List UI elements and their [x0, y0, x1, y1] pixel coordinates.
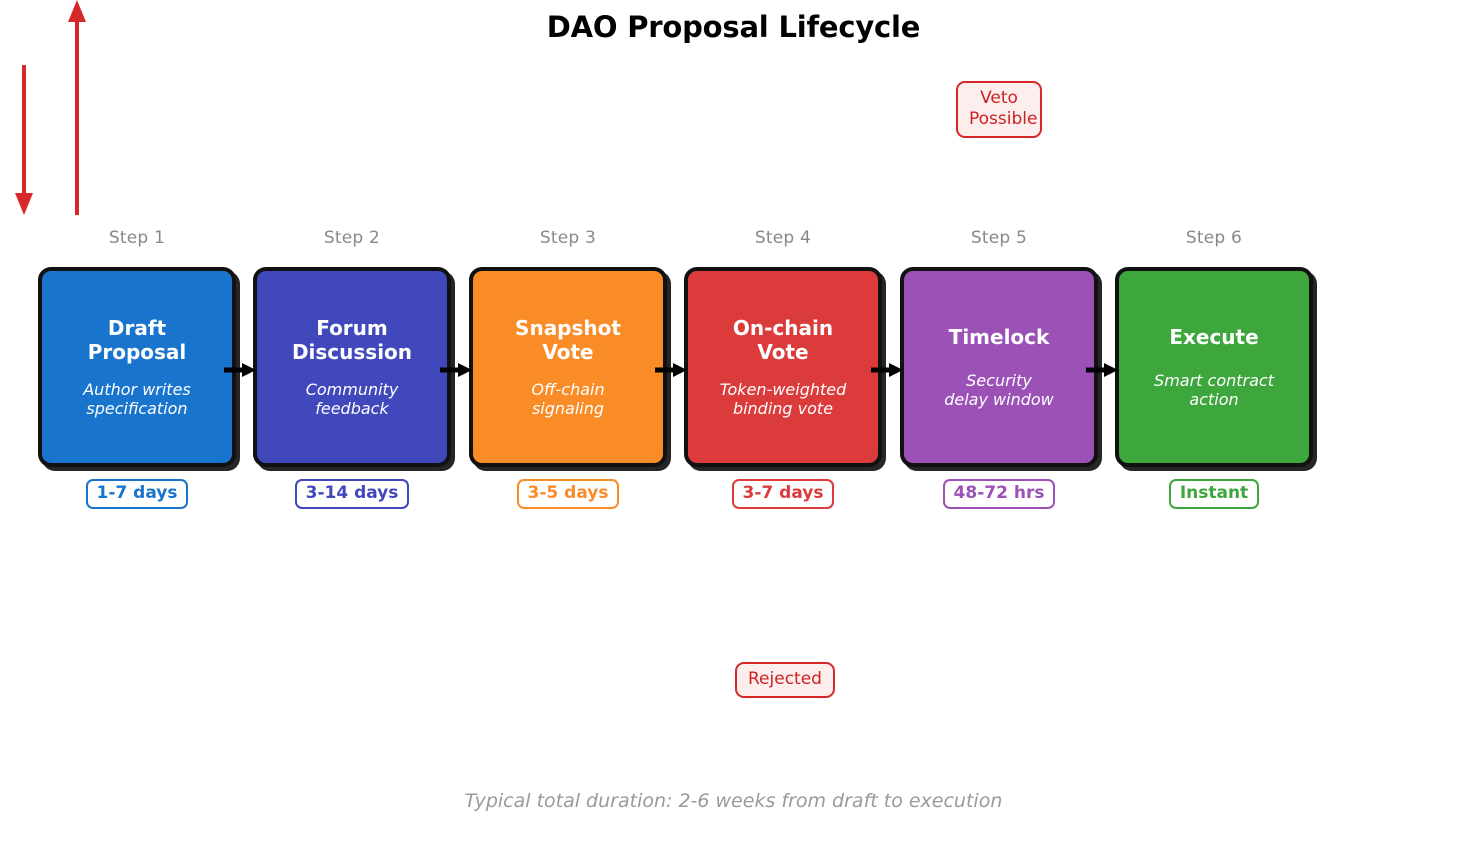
step-label-3: Step 3 [539, 228, 597, 248]
flow-arrow-1-to-2 [224, 363, 256, 377]
stage-box-draft-proposal[interactable]: Draft Proposal Author writes specificati… [38, 267, 236, 467]
footer-note: Typical total duration: 2-6 weeks from d… [464, 790, 1003, 812]
veto-annotation-arrow [15, 65, 33, 215]
duration-wrap-4: 3-7 days [684, 479, 882, 509]
stage-desc-2: Community feedback [305, 380, 399, 418]
duration-badge-5: 48-72 hrs [942, 479, 1056, 509]
stage-desc-5: Security delay window [944, 371, 1054, 409]
stage-box-timelock[interactable]: Timelock Security delay window [900, 267, 1098, 467]
stage-title-1: Draft Proposal [87, 316, 187, 364]
flow-arrow-2-to-3 [440, 363, 472, 377]
stage-title-5: Timelock [948, 325, 1050, 349]
stage-desc-4: Token-weighted binding vote [719, 380, 847, 418]
duration-badge-2: 3-14 days [294, 479, 410, 509]
annotation-veto-possible[interactable]: Veto Possible [956, 81, 1042, 138]
duration-wrap-6: Instant [1115, 479, 1313, 509]
page-title: DAO Proposal Lifecycle [546, 10, 921, 44]
duration-wrap-5: 48-72 hrs [900, 479, 1098, 509]
step-column-6: Step 6 Execute Smart contract action Ins… [1115, 226, 1313, 509]
stage-desc-1: Author writes specification [83, 380, 191, 418]
duration-wrap-3: 3-5 days [469, 479, 667, 509]
stage-title-3: Snapshot Vote [515, 316, 621, 364]
step-column-3: Step 3 Snapshot Vote Off-chain signaling… [469, 226, 667, 509]
duration-badge-4: 3-7 days [731, 479, 835, 509]
stage-box-onchain-vote[interactable]: On-chain Vote Token-weighted binding vot… [684, 267, 882, 467]
stage-box-forum-discussion[interactable]: Forum Discussion Community feedback [253, 267, 451, 467]
stage-title-2: Forum Discussion [291, 316, 413, 364]
stage-desc-3: Off-chain signaling [531, 380, 605, 418]
duration-badge-6: Instant [1168, 479, 1260, 509]
flow-arrow-3-to-4 [655, 363, 687, 377]
annotation-rejected[interactable]: Rejected [735, 662, 835, 698]
duration-badge-3: 3-5 days [516, 479, 620, 509]
step-label-1: Step 1 [108, 228, 166, 248]
step-column-4: Step 4 On-chain Vote Token-weighted bind… [684, 226, 882, 509]
stage-box-execute[interactable]: Execute Smart contract action [1115, 267, 1313, 467]
stage-title-4: On-chain Vote [732, 316, 834, 364]
step-label-2: Step 2 [323, 228, 381, 248]
step-column-5: Step 5 Timelock Security delay window 48… [900, 226, 1098, 509]
flow-arrow-5-to-6 [1086, 363, 1118, 377]
flow-arrow-4-to-5 [871, 363, 903, 377]
step-label-6: Step 6 [1185, 228, 1243, 248]
rejected-annotation-arrow [68, 0, 87, 215]
step-label-5: Step 5 [970, 228, 1028, 248]
step-label-4: Step 4 [754, 228, 812, 248]
step-column-1: Step 1 Draft Proposal Author writes spec… [38, 226, 236, 509]
duration-wrap-2: 3-14 days [253, 479, 451, 509]
duration-badge-1: 1-7 days [85, 479, 189, 509]
duration-wrap-1: 1-7 days [38, 479, 236, 509]
stage-title-6: Execute [1169, 325, 1259, 349]
step-column-2: Step 2 Forum Discussion Community feedba… [253, 226, 451, 509]
stage-box-snapshot-vote[interactable]: Snapshot Vote Off-chain signaling [469, 267, 667, 467]
stage-desc-6: Smart contract action [1154, 371, 1274, 409]
